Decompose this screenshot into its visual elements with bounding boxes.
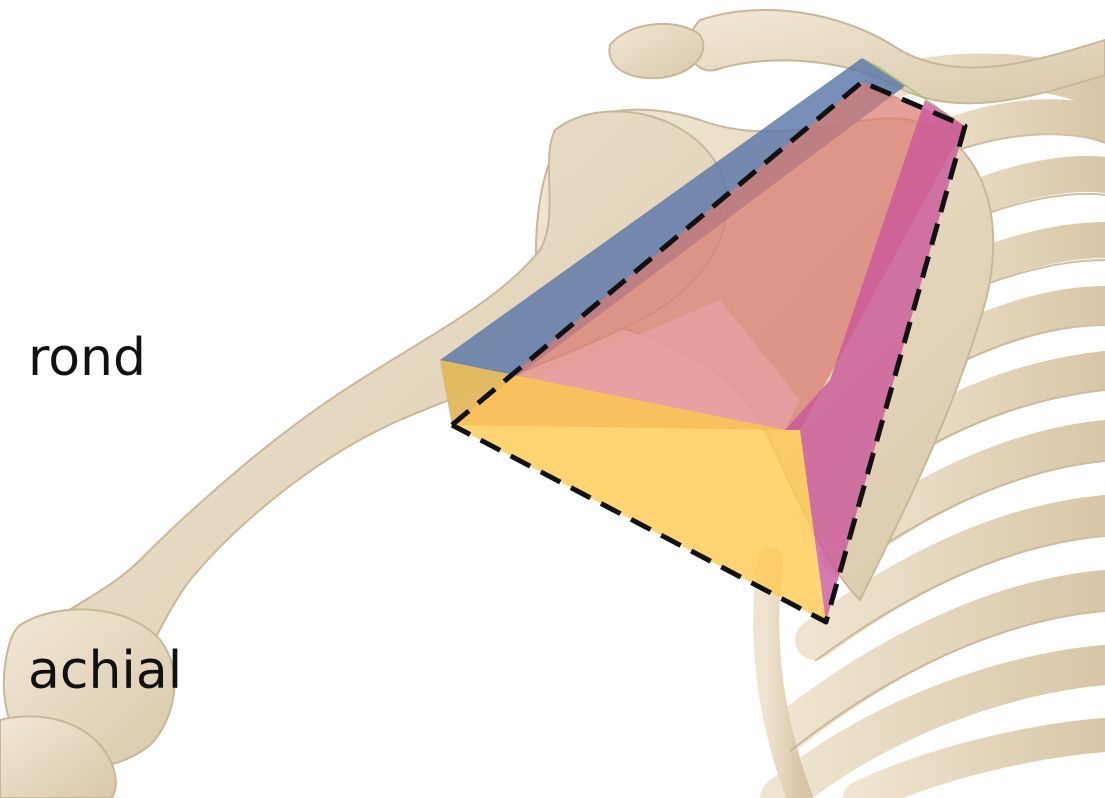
label-smudges	[20, 400, 110, 518]
elbow	[0, 609, 174, 798]
label-bottom: achial	[28, 645, 182, 697]
label-top: rond	[28, 332, 146, 384]
acromion	[609, 24, 703, 78]
